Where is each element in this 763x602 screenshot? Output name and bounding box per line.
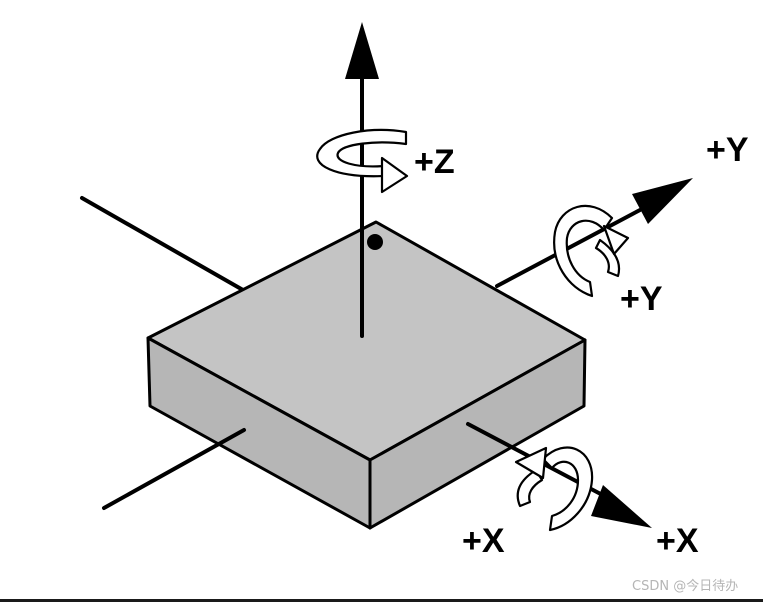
y-axis-label: +Y	[706, 131, 749, 169]
y-rotation-label: +Y	[620, 280, 663, 318]
csdn-watermark: CSDN @今日待办	[632, 578, 738, 594]
chip	[146, 220, 587, 530]
x-axis-back-line	[80, 196, 245, 292]
z-axis-arrowhead	[345, 22, 379, 79]
x-axis-label: +X	[656, 522, 699, 560]
pin1-marker-icon	[367, 234, 383, 250]
z-axis-label: +Z	[414, 143, 455, 181]
bottom-divider	[0, 599, 763, 602]
y-rotation-arrow-icon	[553, 204, 630, 298]
x-rotation-label: +X	[462, 522, 505, 560]
z-rotation-arrow-icon	[316, 128, 409, 194]
y-axis-line	[495, 208, 642, 288]
y-axis-arrowhead	[632, 178, 693, 224]
chip-right-face	[368, 338, 587, 530]
x-rotation-arrow-icon	[514, 446, 594, 532]
x-axis-front-line	[102, 428, 246, 510]
x-axis-arrowhead	[591, 485, 652, 528]
